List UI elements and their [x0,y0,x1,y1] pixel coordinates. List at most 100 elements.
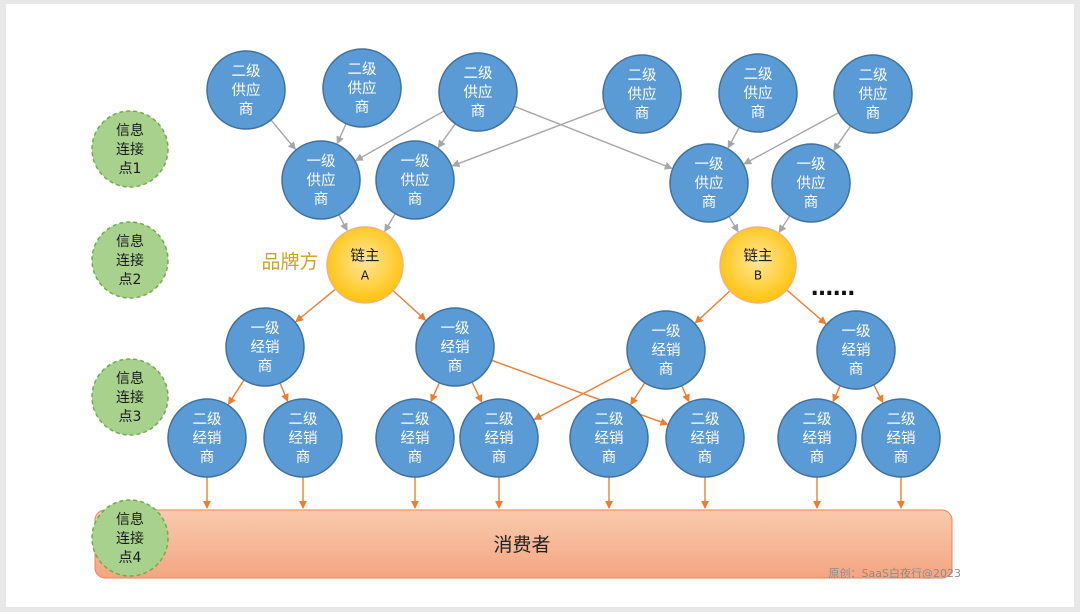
distributor-arrow [430,382,440,403]
primary-supplier-node-label: 商 [314,191,329,208]
chain-owner-node: 链主B [719,226,797,304]
secondary-supplier-node-label: 二级 [464,65,493,82]
primary-distributor-node-label: 一级 [251,320,280,337]
secondary-supplier-node-label: 商 [866,105,881,122]
chain-owner-node-label: A [361,269,370,283]
supply-chain-diagram: 消费者 信息连接点1信息连接点2信息连接点3信息连接点4二级供应商二级供应商二级… [91,48,961,580]
supplier-arrow [338,214,348,232]
primary-distributor-node-label: 一级 [842,323,871,340]
supplier-arrow [743,111,840,165]
supplier-arrow [833,125,852,151]
info-connection-point-label: 信息 [116,233,144,250]
info-connection-point-label: 信息 [116,122,144,139]
distributor-arrow [227,379,245,406]
secondary-supplier-node-label: 供应 [464,83,493,101]
supplier-arrow [437,123,456,149]
primary-distributor-node-label: 商 [448,358,463,375]
info-connection-point-label: 连接 [116,530,144,547]
primary-supplier-node-label: 一级 [401,153,430,170]
primary-supplier-node-label: 一级 [797,156,826,173]
secondary-supplier-node-label: 供应 [628,85,657,103]
info-connection-point-label: 连接 [116,389,144,406]
secondary-distributor-node-label: 二级 [595,411,624,428]
primary-supplier-node-label: 供应 [797,174,826,192]
secondary-supplier-node-label: 二级 [859,67,888,84]
secondary-distributor-node-label: 经销 [401,430,430,447]
secondary-distributor-node-label: 经销 [485,430,514,447]
supplier-arrow [336,123,347,145]
primary-supplier-node-label: 一级 [307,153,336,170]
secondary-distributor-node-label: 二级 [193,411,222,428]
primary-distributor-node-label: 商 [258,358,273,375]
secondary-supplier-node-label: 二级 [628,67,657,84]
secondary-supplier-node-label: 供应 [859,85,888,103]
supplier-arrow [727,126,740,149]
secondary-distributor-node-label: 商 [492,449,507,466]
distributor-arrow [295,288,337,323]
secondary-distributor-node-label: 经销 [803,430,832,447]
secondary-supplier-node-label: 二级 [744,66,773,83]
distributor-arrow [681,385,690,403]
consumer-bar: 消费者 [94,509,953,579]
primary-distributor-node-label: 商 [659,361,674,378]
primary-supplier-node-label: 供应 [401,171,430,189]
distributor-arrow [873,384,884,404]
distributor-arrow [471,381,483,403]
distributor-arrow [694,290,731,324]
supplier-arrow [270,119,297,151]
info-connection-point-label: 点2 [119,272,142,288]
secondary-distributor-node-label: 商 [200,449,215,466]
supplier-arrow [451,107,606,168]
secondary-distributor-node-label: 经销 [193,430,222,447]
ellipsis: …… [811,276,855,301]
secondary-supplier-node-label: 商 [751,104,766,121]
secondary-distributor-node-label: 二级 [485,411,514,428]
supplier-arrow [355,110,445,162]
primary-supplier-node-label: 商 [702,194,717,211]
secondary-supplier-node-label: 商 [239,101,254,118]
secondary-distributor-node-label: 二级 [289,411,318,428]
supplier-arrow [384,213,396,233]
primary-supplier-node-label: 一级 [695,156,724,173]
secondary-distributor-node-label: 商 [408,449,423,466]
info-connection-point-label: 信息 [116,370,144,387]
info-connection-point-label: 连接 [116,141,144,158]
consumer-label: 消费者 [493,534,550,556]
secondary-distributor-node-label: 经销 [887,430,916,447]
secondary-distributor-node-label: 商 [602,449,617,466]
secondary-distributor-node-label: 商 [698,449,713,466]
info-connection-point-label: 点4 [119,550,142,566]
secondary-distributor-node-label: 商 [810,449,825,466]
distributor-arrow [279,382,289,403]
secondary-supplier-node-label: 商 [635,105,650,122]
primary-supplier-node-label: 商 [804,194,819,211]
secondary-supplier-node-label: 商 [355,99,370,116]
secondary-distributor-node-label: 经销 [289,430,318,447]
secondary-distributor-node-label: 二级 [691,411,720,428]
primary-distributor-node-label: 商 [849,361,864,378]
distributor-arrow [392,290,427,321]
secondary-distributor-node-label: 经销 [691,430,720,447]
distributor-arrow [630,382,646,406]
primary-supplier-node-label: 供应 [307,171,336,189]
secondary-distributor-node-label: 经销 [595,430,624,447]
primary-distributor-node-label: 一级 [652,323,681,340]
info-connection-point-label: 点3 [119,409,142,425]
